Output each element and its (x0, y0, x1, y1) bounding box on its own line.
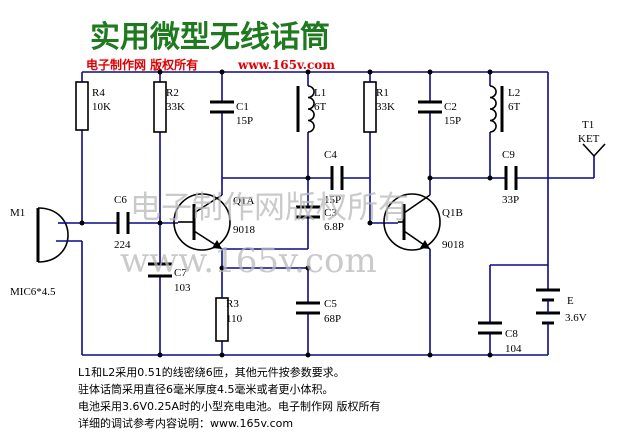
capacitor-c3 (296, 205, 320, 219)
capacitor-c5 (296, 301, 320, 315)
r1-ref: R1 (376, 87, 389, 99)
c8-value: 104 (505, 343, 522, 355)
r1-value: 33K (376, 101, 395, 113)
watermark-text: 电子制作网版权所有 (130, 190, 409, 226)
note-line-3: 电池采用3.6V0.25A时的小型充电电池。电子制作网 版权所有 (78, 399, 381, 413)
capacitor-c7 (148, 262, 172, 278)
note-line-2: 驻体话筒采用直径6毫米厚度4.5毫米或者更小体积。 (78, 382, 334, 396)
copyright-url: www.165v.com (237, 58, 335, 72)
inductor-l2 (489, 85, 504, 133)
battery-e-icon (536, 288, 560, 333)
c5-ref: C5 (324, 298, 337, 310)
r4-ref: R4 (92, 87, 105, 99)
transistor-q1a (173, 193, 231, 251)
c2-ref: C2 (444, 101, 457, 113)
capacitor-c8 (478, 321, 502, 335)
capacitor-c6 (116, 212, 130, 234)
c3-ref: C3 (324, 207, 337, 219)
page-title: 实用微型无线话筒 (90, 20, 330, 55)
antenna-t1-icon (582, 143, 606, 158)
m1-ref: M1 (10, 207, 25, 219)
l1-ref: L1 (314, 87, 326, 99)
c6-value: 224 (114, 239, 131, 251)
r2-value: 33K (166, 101, 185, 113)
q1a-value: 9018 (233, 224, 256, 236)
resistor-r4 (75, 81, 89, 131)
r3-value: 110 (226, 313, 243, 325)
c4-value: 15P (324, 194, 341, 206)
microphone-m1-icon (36, 207, 82, 263)
c2-value: 15P (444, 115, 461, 127)
transistor-q1b (383, 193, 441, 251)
c3-value: 6.8P (324, 221, 344, 233)
t1-ref: T1 (582, 119, 594, 131)
c7-ref: C7 (174, 267, 187, 279)
copyright-subtitle: 电子制作网 版权所有 (86, 57, 198, 72)
r2-ref: R2 (166, 87, 179, 99)
e-value: 3.6V (565, 312, 587, 324)
inductor-l1 (296, 85, 315, 133)
resistor-r3 (215, 297, 229, 342)
c8-ref: C8 (505, 328, 518, 340)
c1-value: 15P (236, 115, 253, 127)
e-ref: E (567, 295, 574, 307)
capacitor-c9 (504, 166, 518, 190)
r4-value: 10K (92, 101, 111, 113)
c5-value: 68P (324, 313, 341, 325)
l2-ref: L2 (508, 87, 520, 99)
capacitor-c1 (210, 100, 234, 114)
watermark-url: www.165v.com (120, 241, 377, 281)
q1a-ref: Q1A (233, 195, 254, 207)
l1-value: 6T (314, 101, 327, 113)
c6-ref: C6 (114, 194, 127, 206)
q1b-ref: Q1B (442, 207, 463, 219)
m1-value: MIC6*4.5 (10, 286, 56, 298)
c1-ref: C1 (236, 101, 249, 113)
c7-value: 103 (174, 282, 191, 294)
q1b-value: 9018 (442, 239, 465, 251)
junction-dots (79, 69, 493, 358)
note-line-1: L1和L2采用0.51的线密绕6匝，其他元件按参数要求。 (78, 365, 345, 379)
resistor-r1 (363, 81, 377, 133)
capacitor-c2 (418, 100, 442, 114)
note-line-4: 详细的调试参考内容说明：www.165v.com (78, 416, 293, 430)
t1-value: KET (578, 133, 600, 145)
l2-value: 6T (508, 101, 521, 113)
capacitor-c4 (330, 166, 344, 190)
c4-ref: C4 (324, 149, 337, 161)
c9-value: 33P (502, 194, 519, 206)
resistor-r2 (153, 81, 167, 133)
c9-ref: C9 (502, 149, 515, 161)
r3-ref: R3 (226, 298, 239, 310)
